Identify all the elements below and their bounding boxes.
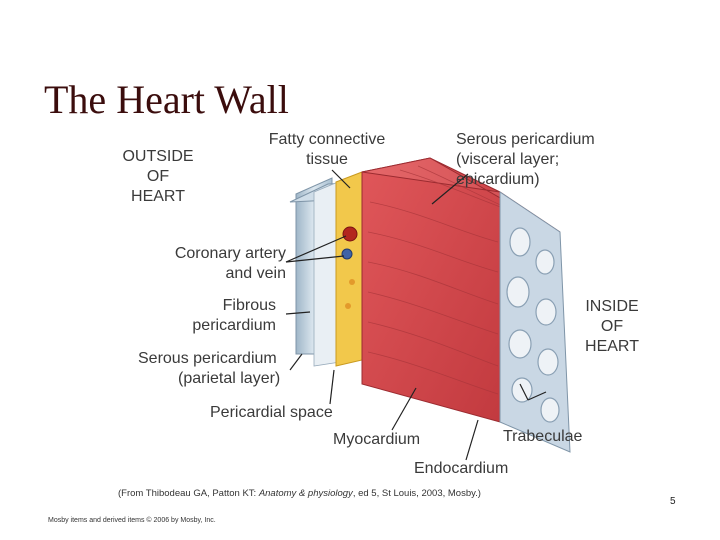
figure-caption: (From Thibodeau GA, Patton KT: Anatomy &…: [118, 488, 481, 499]
label-outside-of-heart: OUTSIDE OF HEART: [122, 148, 194, 205]
label-fatty-connective-tissue: Fatty connective tissue: [268, 131, 386, 168]
label-endocardium: Endocardium: [414, 460, 509, 477]
label-pericardial-space: Pericardial space: [210, 404, 333, 421]
copyright-notice: Mosby items and derived items © 2006 by …: [48, 517, 216, 524]
coronary-vein-vessel: [341, 248, 353, 260]
label-trabeculae: Trabeculae: [503, 428, 583, 445]
heart-wall-illustration: [285, 157, 571, 461]
pointer-lines: [285, 169, 547, 461]
label-myocardium: Myocardium: [333, 431, 421, 448]
endocardium-face: [499, 191, 571, 453]
label-serous-pericardium-parietal: Serous pericardium (parietal layer): [138, 350, 281, 387]
label-coronary-artery-and-vein: Coronary artery and vein: [174, 245, 286, 282]
label-inside-of-heart: INSIDE OF HEART: [585, 298, 639, 355]
label-fibrous-pericardium: Fibrous pericardium: [192, 297, 276, 334]
slide-title: The Heart Wall: [44, 77, 289, 122]
fatty-tissue-layer: [335, 171, 363, 367]
label-serous-pericardium-visceral: Serous pericardium (visceral layer; epic…: [456, 131, 595, 188]
slide-number: 5: [670, 496, 676, 507]
coronary-artery-vessel: [342, 226, 358, 242]
